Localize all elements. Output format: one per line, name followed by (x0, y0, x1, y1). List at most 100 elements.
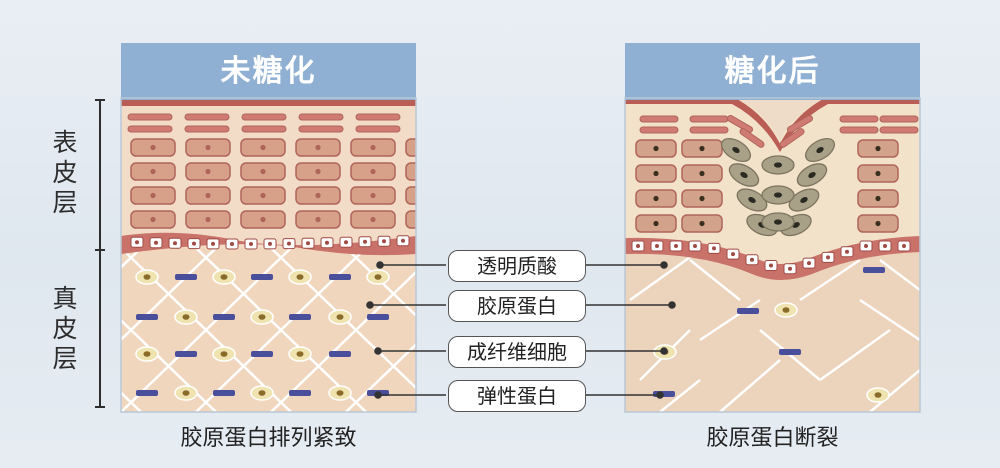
elastin-fiber (737, 308, 759, 314)
left-caption: 胶原蛋白排列紧致 (180, 426, 357, 451)
damaged-cell-group (761, 185, 795, 205)
broken-collagen-fiber (699, 298, 761, 342)
cell-nucleus (699, 220, 705, 227)
cell-nucleus (425, 145, 430, 150)
collagen-fiber (345, 342, 416, 412)
flat-cell (184, 125, 230, 133)
collagen-fiber (0, 248, 66, 412)
broken-collagen-fiber (819, 328, 891, 382)
broken-collagen-fiber (689, 259, 741, 301)
epidermal-cell (405, 186, 416, 205)
flat-cell (355, 113, 401, 121)
basal-cell-nucleus (192, 241, 196, 246)
side-bracket (95, 99, 105, 408)
elastin-fiber (213, 390, 235, 396)
epidermal-cell (405, 162, 416, 181)
cell-nucleus (315, 168, 321, 175)
damaged-cell-group (761, 212, 795, 232)
damaged-cell-nucleus (774, 219, 782, 225)
damaged-cell-group (728, 163, 760, 187)
cell-nucleus (653, 145, 659, 152)
fibroblast-nucleus (143, 274, 151, 280)
fibroblast-nucleus (258, 314, 266, 320)
basal-cell-nucleus (750, 257, 754, 262)
basal-cell-nucleus (363, 239, 367, 244)
collagen-fiber (121, 318, 217, 412)
cell-nucleus (699, 170, 705, 177)
cell-nucleus (315, 144, 321, 151)
flat-cell (839, 126, 879, 134)
cell-nucleus (315, 216, 321, 223)
damaged-cell-group (720, 137, 752, 163)
basal-cell-nucleus (902, 244, 906, 248)
basal-cell-nucleus (655, 244, 659, 248)
flat-cell (241, 125, 287, 133)
leader-lines (366, 261, 676, 399)
basal-cell-nucleus (883, 244, 887, 248)
flat-cell (839, 115, 879, 123)
cell-nucleus (205, 144, 211, 151)
basal-cell-nucleus (845, 249, 849, 254)
damaged-cell-nucleus (800, 197, 808, 203)
cell-nucleus (150, 216, 156, 223)
right-caption: 胶原蛋白断裂 (706, 426, 839, 451)
flat-cell (879, 126, 919, 134)
flat-cell (127, 113, 173, 121)
cell-nucleus (260, 216, 266, 223)
damaged-cell-nucleus (808, 171, 816, 179)
basal-cell-nucleus (154, 240, 158, 245)
fibroblast-nucleus (336, 390, 344, 396)
left-epidermal-cells (130, 138, 430, 229)
right-basal-cells (631, 240, 911, 275)
fibroblast-nucleus (336, 314, 344, 320)
damaged-cell-group (796, 163, 828, 187)
cell-nucleus (699, 145, 705, 152)
damaged-cell-nucleus (774, 192, 782, 198)
elastin-fiber (175, 351, 197, 357)
elastin-fiber (863, 267, 885, 273)
left-elastin-group (136, 274, 389, 396)
basal-cell-nucleus (173, 241, 177, 246)
cell-nucleus (150, 192, 156, 199)
basal-cell-nucleus (807, 261, 811, 266)
basal-cell-nucleus (769, 263, 773, 268)
fibroblast-nucleus (296, 274, 304, 280)
fibroblast-nucleus (182, 314, 190, 320)
flat-cell (786, 115, 814, 133)
elastin-fiber (136, 390, 158, 396)
fibroblast-nucleus (782, 307, 790, 313)
left-skin-surface (121, 100, 416, 106)
basal-cell-nucleus (788, 266, 792, 271)
cell-nucleus (653, 220, 659, 227)
basal-cell-nucleus (636, 244, 640, 248)
epidermal-cell (405, 138, 416, 157)
basal-cell-nucleus (382, 239, 386, 244)
cell-nucleus (699, 195, 705, 202)
cell-nucleus (653, 170, 659, 177)
cell-nucleus (315, 192, 321, 199)
broken-collagen-fiber (869, 369, 920, 412)
left-basal-cells (130, 235, 410, 250)
damaged-cell-nucleus (748, 197, 756, 203)
cell-nucleus (260, 192, 266, 199)
left-skin-panel (0, 100, 430, 412)
broken-collagen-fiber (879, 259, 920, 291)
legend-collagen: 胶原蛋白 (448, 290, 586, 322)
damaged-cell-group (788, 188, 820, 212)
fibroblast-nucleus (143, 351, 151, 357)
basal-cell-nucleus (268, 241, 272, 246)
legend-elastin: 弹性蛋白 (448, 380, 586, 412)
dermis-label: 真皮层 (52, 284, 78, 373)
basal-cell-nucleus (249, 241, 253, 246)
damaged-cell-nucleus (816, 146, 824, 154)
right-panel-title: 糖化后 (625, 43, 920, 101)
broken-collagen-fiber (859, 298, 920, 342)
elastin-fiber (329, 274, 351, 280)
damaged-cell-group (804, 137, 836, 163)
damaged-cell-nucleus (774, 162, 782, 168)
fibroblast-nucleus (258, 390, 266, 396)
basal-cell-nucleus (693, 244, 697, 248)
fibroblast-nucleus (374, 274, 382, 280)
elastin-fiber (653, 391, 675, 397)
fibroblast-nucleus (220, 351, 228, 357)
